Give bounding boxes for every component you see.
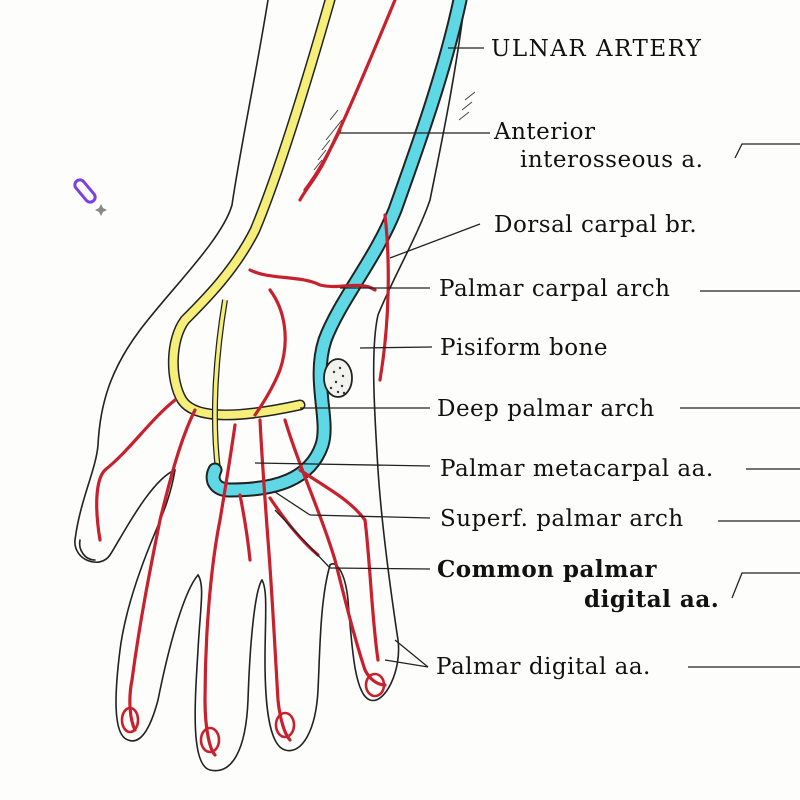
label-deep-palmar-arch: Deep palmar arch <box>437 396 655 422</box>
label-ulnar-artery: ULNAR ARTERY <box>491 36 703 62</box>
label-palmar-digital: Palmar digital aa. <box>436 654 651 680</box>
radial-artery <box>167 0 336 421</box>
label-palmar-metacarpal: Palmar metacarpal aa. <box>440 456 714 482</box>
pisiform-bone <box>323 358 353 398</box>
label-superf-palmar-arch: Superf. palmar arch <box>440 506 684 532</box>
label-pisiform-bone: Pisiform bone <box>440 335 608 361</box>
hatch-marks <box>313 91 476 171</box>
branch-arteries <box>95 0 397 757</box>
pen-cursor-icon <box>73 178 107 216</box>
label-common-palmar-digital-line2: digital aa. <box>584 586 720 613</box>
label-anterior-interosseous-line2: interosseous a. <box>520 147 704 173</box>
label-anterior-interosseous-line1: Anterior <box>494 119 596 145</box>
label-dorsal-carpal-branch: Dorsal carpal br. <box>494 212 698 238</box>
leader-lines <box>254 47 800 668</box>
digit-tip-loops <box>120 672 386 754</box>
label-common-palmar-digital-line1: Common palmar <box>437 556 657 583</box>
hand-outline <box>74 0 466 772</box>
label-palmar-carpal-arch: Palmar carpal arch <box>439 276 671 302</box>
